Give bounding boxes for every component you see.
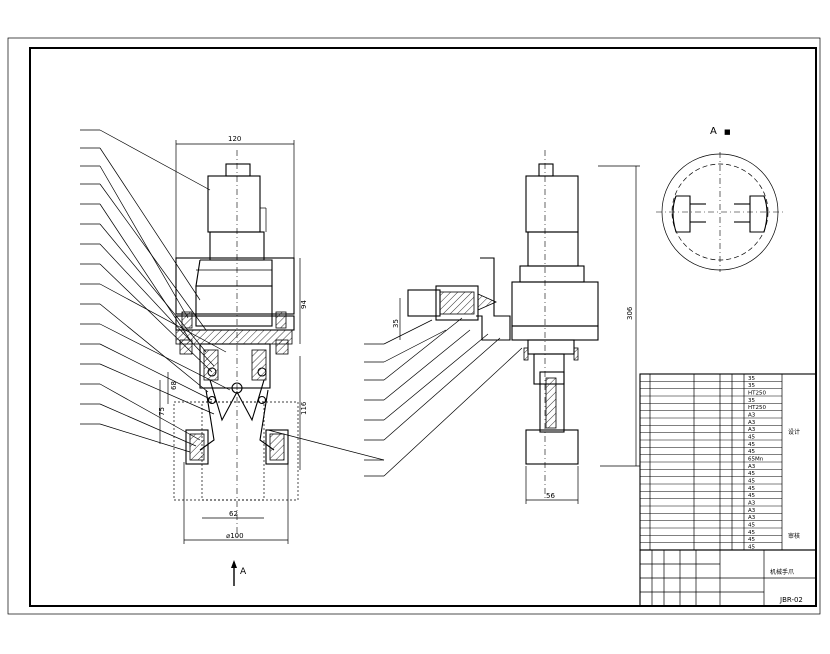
parts-table-material: 45 — [748, 435, 755, 441]
parts-table-material: 35 — [748, 383, 755, 389]
parts-table-material: A3 — [748, 515, 756, 521]
dim-front-slot-width: 62 — [229, 510, 238, 518]
parts-table-material: 45 — [748, 486, 755, 492]
dim-front-height-lower: 116 — [300, 401, 308, 415]
inner-border — [29, 47, 817, 607]
parts-table-material: 45 — [748, 523, 755, 529]
dim-side-total-height: 306 — [626, 306, 634, 320]
dim-side-bottom-width: 56 — [546, 492, 555, 500]
detail-view-a — [656, 152, 784, 272]
front-leaders — [80, 129, 231, 453]
parts-table-material: HT250 — [748, 405, 766, 411]
parts-table-material: A3 — [748, 427, 756, 433]
parts-table-material: 45 — [748, 493, 755, 499]
parts-table-material: A3 — [748, 501, 756, 507]
dim-front-height-upper: 94 — [300, 300, 308, 309]
detail-view-label: A — [710, 126, 717, 137]
parts-table-material: HT250 — [748, 391, 766, 397]
parts-table-rows: 3535HT25035HT250A3A3A345454565MnA3454545… — [640, 376, 782, 551]
section-arrow-label: A — [240, 567, 247, 577]
parts-table-material: 35 — [748, 398, 755, 404]
middle-leaders — [267, 317, 523, 477]
parts-table-material: A3 — [748, 508, 756, 514]
title-approval: 审核 — [788, 532, 800, 540]
parts-table-material: 45 — [748, 537, 755, 543]
parts-table-material: 45 — [748, 545, 755, 551]
dim-front-diameter: ⌀100 — [226, 532, 244, 540]
title-block — [639, 549, 817, 607]
parts-table-material: 65Mn — [748, 457, 764, 463]
dim-front-small-b: 75 — [158, 407, 166, 416]
dim-front-width: 120 — [228, 135, 241, 143]
parts-table-material: 35 — [748, 376, 755, 382]
parts-table-material: 45 — [748, 449, 755, 455]
detail-view-mark: ■ — [724, 128, 731, 136]
parts-table-material: A3 — [748, 464, 756, 470]
parts-table-material: 45 — [748, 530, 755, 536]
side-view — [399, 150, 640, 504]
title-drawing-name: 机械手爪 — [770, 568, 794, 576]
front-view — [159, 140, 301, 544]
parts-table-material: A3 — [748, 420, 756, 426]
title-drawing-number: JBR-02 — [779, 596, 803, 604]
title-design: 设计 — [788, 428, 800, 436]
parts-table-material: A3 — [748, 413, 756, 419]
parts-table-material: 45 — [748, 442, 755, 448]
parts-table-material: 45 — [748, 479, 755, 485]
dim-front-small-a: 68 — [170, 381, 178, 390]
outer-border — [7, 37, 821, 615]
dim-side-pipe-height: 35 — [392, 319, 400, 328]
parts-table-material: 45 — [748, 471, 755, 477]
